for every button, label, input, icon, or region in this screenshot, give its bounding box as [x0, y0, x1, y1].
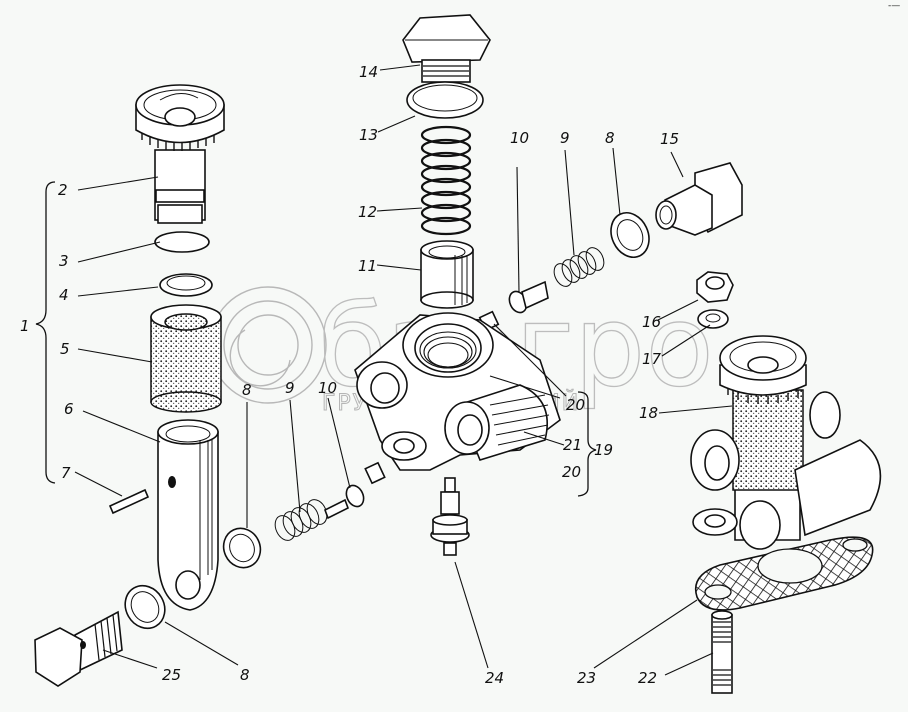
gasket-ring-part: [610, 212, 650, 258]
callout-13: 13: [359, 126, 378, 144]
plug-gasket-part: [406, 81, 484, 119]
callout-8-right: 8: [605, 129, 615, 147]
callout-24: 24: [485, 669, 504, 687]
callout-19: 19: [594, 441, 613, 459]
filter-element-part: [150, 304, 222, 413]
callout-8-left: 8: [242, 381, 252, 399]
mounting-gasket-part: [695, 536, 874, 611]
valve-part: [323, 461, 386, 520]
watermark-logo-icon: [209, 286, 327, 404]
callout-18: 18: [639, 404, 658, 422]
callout-6: 6: [64, 400, 74, 418]
pump-body-part: [354, 312, 561, 471]
gasket-ring-part: [124, 584, 166, 630]
callout-15: 15: [660, 130, 679, 148]
priming-pump-handle-part: [135, 84, 225, 224]
pump-cylinder-part: [157, 419, 219, 611]
callout-20-bottom: 20: [562, 463, 581, 481]
callout-10-right: 10: [510, 129, 529, 147]
callout-3: 3: [59, 252, 69, 270]
corner-mark: -—: [888, 1, 900, 11]
nut-part: [696, 271, 734, 303]
callout-9-right: 9: [560, 129, 570, 147]
callout-12: 12: [358, 203, 377, 221]
callout-22: 22: [638, 669, 657, 687]
group-bracket-1: [35, 181, 56, 484]
piston-spring-part: [420, 125, 472, 236]
callout-25: 25: [162, 666, 181, 684]
callout-17: 17: [642, 350, 662, 368]
hex-plug-part: [402, 14, 491, 83]
pin-part: [108, 488, 150, 515]
group-bracket-19: [577, 391, 597, 497]
callout-21: 21: [563, 436, 582, 454]
callout-2: 2: [58, 181, 68, 199]
callout-7: 7: [61, 464, 71, 482]
callout-1: 1: [20, 317, 30, 335]
callout-9-left: 9: [285, 379, 295, 397]
stud-part: [711, 610, 733, 694]
leader-lines: [74, 64, 733, 676]
callout-4: 4: [59, 286, 69, 304]
callout-14: 14: [359, 63, 378, 81]
callout-8-bottom: 8: [240, 666, 250, 684]
assembled-pump-part: [690, 335, 882, 550]
callout-5: 5: [60, 340, 70, 358]
o-ring-part: [154, 231, 210, 253]
banjo-bolt-part: [34, 610, 123, 687]
callout-16: 16: [642, 313, 661, 331]
piston-sleeve-part: [420, 240, 474, 309]
lock-washer-part: [697, 309, 729, 329]
valve-spring-part: [274, 499, 328, 541]
callout-23: 23: [577, 669, 596, 687]
callout-11: 11: [358, 257, 377, 275]
gasket-ring-part: [222, 527, 262, 569]
union-fitting-part: [655, 162, 743, 236]
sealing-washer-part: [159, 273, 213, 297]
pushrod-part: [430, 477, 470, 556]
callout-20-top: 20: [566, 396, 585, 414]
callout-labels: 2 3 4 1 5 6 7 8 9 10 8 8 9 10 11 12 13 1…: [20, 63, 679, 687]
callout-10-left: 10: [318, 379, 337, 397]
valve-spring-part: [553, 247, 605, 287]
